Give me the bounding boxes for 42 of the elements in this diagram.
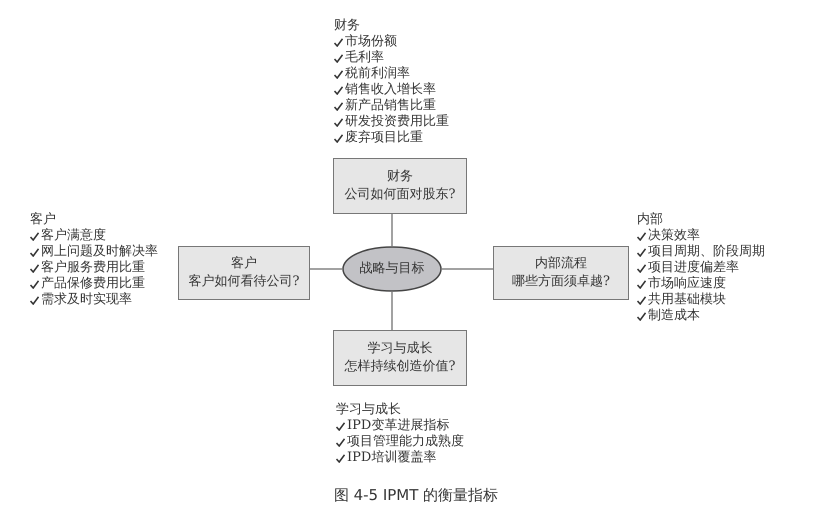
- metric-item: 项目管理能力成熟度: [347, 434, 464, 450]
- metric-item: 新产品销售比重: [345, 98, 436, 114]
- list-heading: 内部: [637, 212, 663, 228]
- process-box: [178, 246, 310, 300]
- list-heading: 财务: [334, 18, 360, 34]
- metric-item: 销售收入增长率: [345, 82, 436, 98]
- figure-caption: 图 4-5 IPMT 的衡量指标: [334, 486, 498, 504]
- goal-ellipse: [342, 246, 442, 292]
- metric-item: 废弃项目比重: [345, 130, 423, 146]
- box-title: 财务: [387, 168, 413, 186]
- metric-item: 项目进度偏差率: [648, 260, 739, 276]
- metric-item: 共用基础模块: [648, 292, 726, 308]
- metric-item: 客户服务费用比重: [41, 260, 145, 276]
- list-heading: 客户: [30, 212, 56, 228]
- metric-item: 决策效率: [648, 228, 700, 244]
- metric-item: IPD培训覆盖率: [347, 450, 436, 466]
- metric-item: 市场响应速度: [648, 276, 726, 292]
- connector-line: [310, 268, 342, 270]
- metric-item: 客户满意度: [41, 228, 106, 244]
- box-question: 公司如何面对股东?: [344, 186, 456, 204]
- process-box: [333, 330, 467, 386]
- metric-item: IPD变革进展指标: [347, 418, 450, 434]
- box-title: 客户: [231, 255, 257, 273]
- metric-item: 项目周期、阶段周期: [648, 244, 765, 260]
- metric-item: 需求及时实现率: [41, 292, 132, 308]
- metric-item: 网上问题及时解决率: [41, 244, 158, 260]
- metric-item: 制造成本: [648, 308, 700, 324]
- box-question: 客户如何看待公司?: [188, 273, 300, 291]
- box-title: 战略与目标: [360, 260, 424, 278]
- box-title: 内部流程: [535, 255, 587, 273]
- metric-item: 税前利润率: [345, 66, 410, 82]
- metric-item: 毛利率: [345, 50, 384, 66]
- process-box: [333, 158, 467, 214]
- box-title: 学习与成长: [368, 340, 432, 358]
- box-question: 怎样持续创造价值?: [344, 358, 456, 376]
- connector-line: [442, 268, 494, 270]
- list-heading: 学习与成长: [336, 402, 401, 418]
- metric-item: 研发投资费用比重: [345, 114, 449, 130]
- metric-item: 产品保修费用比重: [41, 276, 145, 292]
- box-question: 哪些方面须卓越?: [512, 273, 610, 291]
- process-box: [493, 246, 629, 300]
- metric-item: 市场份额: [345, 34, 397, 50]
